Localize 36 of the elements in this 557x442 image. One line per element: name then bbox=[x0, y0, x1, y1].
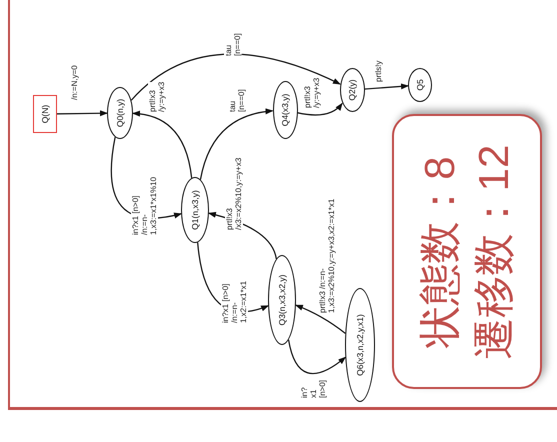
arrow bbox=[294, 304, 346, 334]
state-ellipse bbox=[268, 255, 296, 345]
state-name: Q6(x3,n,x2,y,x1) bbox=[355, 314, 365, 376]
state-ellipse bbox=[408, 68, 432, 102]
initial-state-box bbox=[33, 95, 57, 133]
edge-label: in?x1 [n>0] /n:=n-1,x2:=x1*x1 bbox=[221, 280, 248, 323]
arrow bbox=[130, 54, 341, 101]
edge-label: prtl!x3 /x3:=x2%10,y:=y+x3 bbox=[225, 158, 243, 230]
edge-label: prtls!y bbox=[374, 60, 383, 82]
edge-label: tau [n==0] bbox=[224, 33, 242, 56]
count-card bbox=[392, 114, 542, 390]
edge-label: in?x1 [n>0] /n:=n-1,x3:=x1*x1%10 bbox=[131, 176, 158, 235]
arrow bbox=[364, 83, 410, 90]
state-name: Q5 bbox=[415, 79, 425, 91]
count-text: 状態数：8 bbox=[415, 156, 464, 348]
count-text: 遷移数：12 bbox=[469, 144, 518, 360]
edge-label: tau [n==0] bbox=[228, 89, 246, 112]
state-ellipse bbox=[107, 87, 133, 139]
state-ellipse bbox=[181, 177, 209, 243]
edge-label: /n:=N,y=0 bbox=[70, 65, 79, 100]
state-name: Q4(x3,y) bbox=[280, 94, 290, 126]
arrow bbox=[57, 110, 108, 116]
state-name: Q0(n,y) bbox=[115, 98, 125, 128]
state-name: Q1(n,x3,y) bbox=[190, 190, 200, 230]
state-name: Q3(n,x3,x2,y) bbox=[277, 274, 287, 326]
arrow bbox=[200, 108, 274, 180]
edge-label: prtl!x3 /y:=y+x3 bbox=[148, 82, 166, 112]
state-ellipse bbox=[340, 68, 364, 112]
state-name: Q2(y) bbox=[347, 79, 357, 101]
edge-label: prtl!x3 /y:=y+x3 bbox=[303, 78, 321, 108]
arrow bbox=[288, 340, 346, 374]
arrow bbox=[132, 111, 192, 178]
arrow bbox=[297, 102, 343, 116]
edge-label: in?x1 [n>0] bbox=[300, 380, 327, 398]
state-name: Q(N) bbox=[40, 104, 50, 124]
edge-label: prtl!x3 /n:=n-1,x3:=x2%10,y:=y+x3,x2:=x1*x1 bbox=[318, 198, 336, 313]
